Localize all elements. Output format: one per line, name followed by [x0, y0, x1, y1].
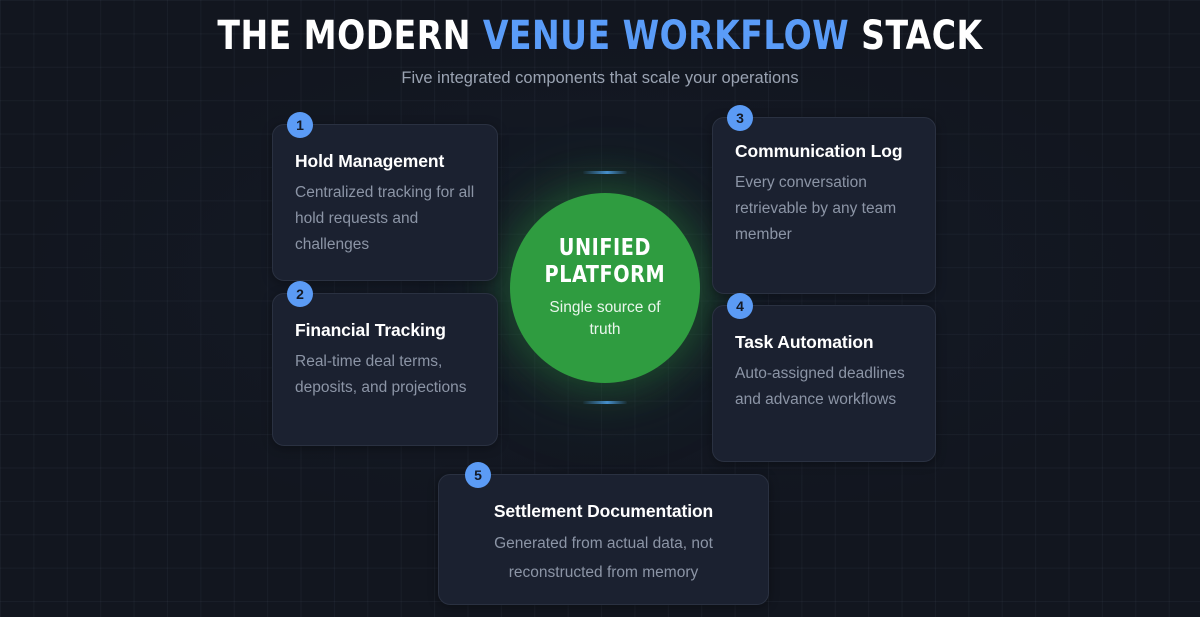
card-body: Hold Management Centralized tracking for…	[273, 125, 497, 258]
unified-platform-hub: UNIFIED PLATFORM Single source of truth	[510, 193, 700, 383]
component-card-financial-tracking[interactable]: 2 Financial Tracking Real-time deal term…	[272, 281, 498, 446]
card-body: Financial Tracking Real-time deal terms,…	[273, 294, 497, 401]
card-description: Generated from actual data, not reconstr…	[494, 535, 713, 581]
hub-title-line-1: UNIFIED	[558, 235, 652, 261]
card-description: Centralized tracking for all hold reques…	[295, 184, 475, 253]
card-title: Communication Log	[735, 141, 903, 161]
card-number-badge: 2	[287, 281, 313, 307]
component-card-communication-log[interactable]: 3 Communication Log Every conversation r…	[712, 105, 936, 294]
card-title: Task Automation	[735, 332, 874, 352]
component-card-settlement-documentation[interactable]: 5 Settlement Documentation Generated fro…	[438, 462, 769, 605]
card-description: Real-time deal terms, deposits, and proj…	[295, 353, 467, 396]
card-number-badge: 5	[465, 462, 491, 488]
header: THE MODERN VENUE WORKFLOW STACK Five int…	[0, 0, 1200, 88]
page-title-part2: STACK	[849, 13, 983, 59]
page-title-part1: THE MODERN	[217, 13, 483, 59]
hub-title-line-2: PLATFORM	[544, 262, 666, 288]
card-description: Auto-assigned deadlines and advance work…	[735, 365, 905, 408]
card-title: Settlement Documentation	[493, 501, 714, 521]
card-number-badge: 1	[287, 112, 313, 138]
component-card-task-automation[interactable]: 4 Task Automation Auto-assigned deadline…	[712, 293, 936, 462]
page-subtitle: Five integrated components that scale yo…	[401, 69, 799, 87]
card-number-badge: 3	[727, 105, 753, 131]
hub-subtitle: Single source of truth	[549, 299, 661, 338]
card-number-badge: 4	[727, 293, 753, 319]
connector-line-top	[583, 171, 627, 174]
card-title: Financial Tracking	[295, 320, 446, 340]
card-body: Settlement Documentation Generated from …	[439, 475, 768, 587]
connector-line-bottom	[583, 401, 627, 404]
hub-title: UNIFIED PLATFORM	[545, 235, 666, 289]
page-title-highlight: VENUE WORKFLOW	[482, 13, 850, 59]
card-body: Task Automation Auto-assigned deadlines …	[713, 306, 935, 413]
component-card-hold-management[interactable]: 1 Hold Management Centralized tracking f…	[272, 112, 498, 281]
page-title: THE MODERN VENUE WORKFLOW STACK	[48, 0, 1152, 58]
card-body: Communication Log Every conversation ret…	[713, 118, 935, 248]
card-description: Every conversation retrievable by any te…	[735, 174, 897, 243]
card-title: Hold Management	[295, 151, 445, 171]
